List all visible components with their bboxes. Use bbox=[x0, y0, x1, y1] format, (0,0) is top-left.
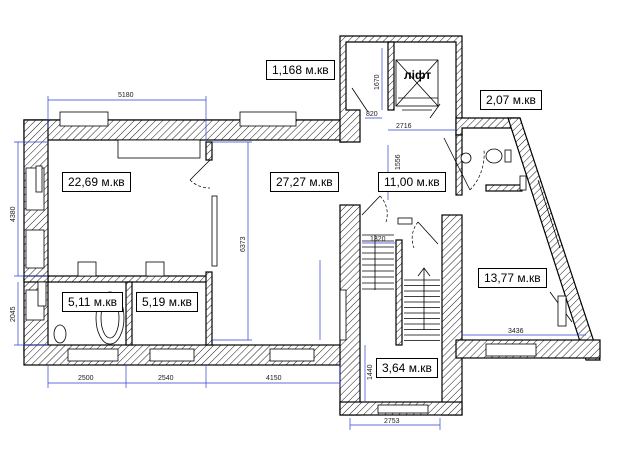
dim-left-height-upper: 4380 bbox=[10, 206, 17, 222]
room-area-label: 22,69 м.кв bbox=[62, 172, 131, 192]
lift-label: ліфт bbox=[404, 68, 432, 82]
dim-bottom-1: 2500 bbox=[78, 375, 94, 382]
wall-bath-divider bbox=[125, 281, 133, 346]
sink-left bbox=[77, 261, 97, 277]
sink-right bbox=[145, 261, 165, 277]
room-area-label: 5,19 м.кв bbox=[136, 292, 198, 312]
dim-inner-vertical: 6373 bbox=[240, 236, 247, 252]
wall-stair-inner bbox=[395, 239, 403, 346]
room-area-label: 1,168 м.кв bbox=[266, 60, 335, 80]
dimension-labels: 5180 4380 2045 6373 2500 2540 4150 1670 … bbox=[10, 74, 524, 425]
toilet-left bbox=[53, 324, 67, 344]
dim-bottom-3: 4150 bbox=[266, 375, 282, 382]
stairs bbox=[362, 234, 440, 341]
wall-bath-top bbox=[47, 275, 211, 283]
wall-lift-shaft bbox=[339, 35, 463, 143]
dim-stair-width: 1320 bbox=[370, 236, 386, 243]
dim-top-width-left: 5180 bbox=[118, 92, 134, 99]
lift bbox=[395, 59, 439, 111]
room-area-label: 2,07 м.кв bbox=[480, 90, 542, 110]
wall-lift-inner bbox=[387, 41, 395, 111]
doors bbox=[189, 87, 485, 249]
dim-lift-small: 820 bbox=[366, 111, 378, 118]
dim-stair-bottom-height: 1440 bbox=[367, 364, 374, 380]
wall-wc-sep bbox=[485, 184, 523, 192]
dimension-lines bbox=[14, 48, 586, 430]
dim-right-width: 3436 bbox=[508, 328, 524, 335]
wall-right-diagonal bbox=[507, 117, 601, 361]
dim-lift-width: 2716 bbox=[396, 123, 412, 130]
wall-left-lower-sep bbox=[23, 275, 49, 283]
room-area-label: 13,77 м.кв bbox=[478, 268, 547, 288]
dim-bottom-2: 2540 bbox=[158, 375, 174, 382]
dim-lift-height: 1670 bbox=[374, 74, 381, 90]
room-area-label: 5,11 м.кв bbox=[62, 292, 124, 312]
wall-right-inner bbox=[455, 134, 463, 196]
wall-mid-partition bbox=[205, 141, 213, 161]
toilet-right bbox=[485, 148, 503, 164]
room-area-label: 27,27 м.кв bbox=[270, 172, 339, 192]
wall-stair-right bbox=[441, 214, 463, 416]
dim-left-height-lower: 2045 bbox=[10, 306, 17, 322]
dim-stair-bottom-width: 2753 bbox=[384, 418, 400, 425]
room-area-label: 3,64 м.кв bbox=[376, 358, 438, 378]
dim-corridor-vertical: 1556 bbox=[395, 154, 402, 170]
room-area-label: 11,00 м.кв bbox=[378, 172, 446, 192]
wall-mid-partition-low bbox=[205, 271, 213, 346]
